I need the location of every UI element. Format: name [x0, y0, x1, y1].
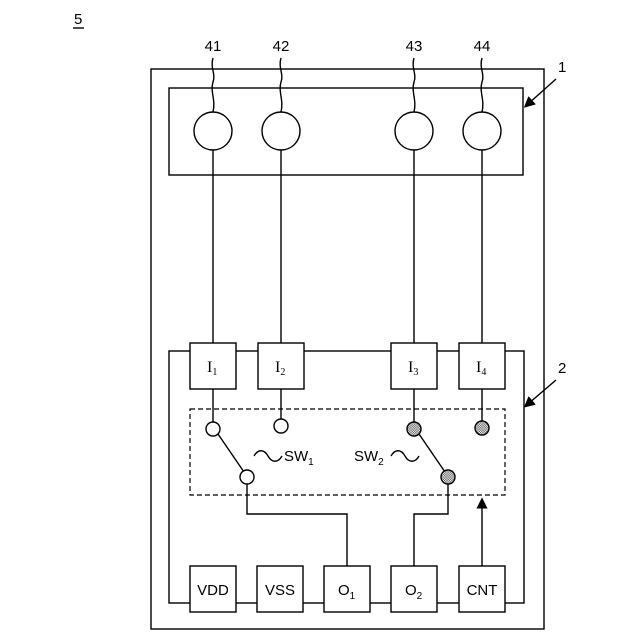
terminal-label-41: 41: [205, 38, 222, 55]
terminal-43: [395, 112, 433, 150]
pin-vdd-label: VDD: [197, 582, 229, 599]
leader-42: [280, 58, 282, 112]
switch-sw2-contact-a: [407, 422, 421, 436]
switch-sw1-tilde: [254, 451, 282, 462]
pin-cnt-label: CNT: [467, 582, 498, 599]
terminal-44: [463, 112, 501, 150]
wire-sw1-to-o1: [247, 484, 347, 566]
callout-chip-arrow: [528, 380, 556, 404]
callout-module-arrow: [528, 79, 556, 104]
input-pin-i2: [258, 343, 304, 389]
wire-sw2-to-o2: [414, 484, 448, 566]
switch-sw2-tilde: [391, 451, 419, 462]
pin-vss-label: VSS: [265, 582, 295, 599]
switch-block: [190, 409, 505, 495]
switch-sw1-contact-a: [206, 422, 220, 436]
input-pin-i1: [190, 343, 236, 389]
terminal-42: [262, 112, 300, 150]
terminal-label-44: 44: [474, 38, 491, 55]
terminal-41: [194, 112, 232, 150]
leader-44: [481, 58, 483, 112]
callout-chip-label: 2: [558, 360, 566, 377]
terminal-label-42: 42: [273, 38, 290, 55]
input-pin-i3: [391, 343, 437, 389]
input-pin-i4: [459, 343, 505, 389]
figure-number: 5: [74, 11, 82, 28]
switch-sw1-label: SW1: [284, 448, 314, 468]
switch-sw2-common: [441, 470, 455, 484]
leader-41: [212, 58, 214, 112]
switch-sw2-label: SW2: [354, 448, 384, 468]
switch-sw2-contact-b: [475, 421, 489, 435]
callout-module-label: 1: [558, 59, 566, 76]
switch-sw1-arm: [218, 434, 244, 472]
switch-sw1-contact-b: [274, 419, 288, 433]
terminal-label-43: 43: [406, 38, 423, 55]
switch-sw2-arm: [419, 434, 445, 472]
leader-43: [413, 58, 415, 112]
switch-sw1-common: [240, 470, 254, 484]
